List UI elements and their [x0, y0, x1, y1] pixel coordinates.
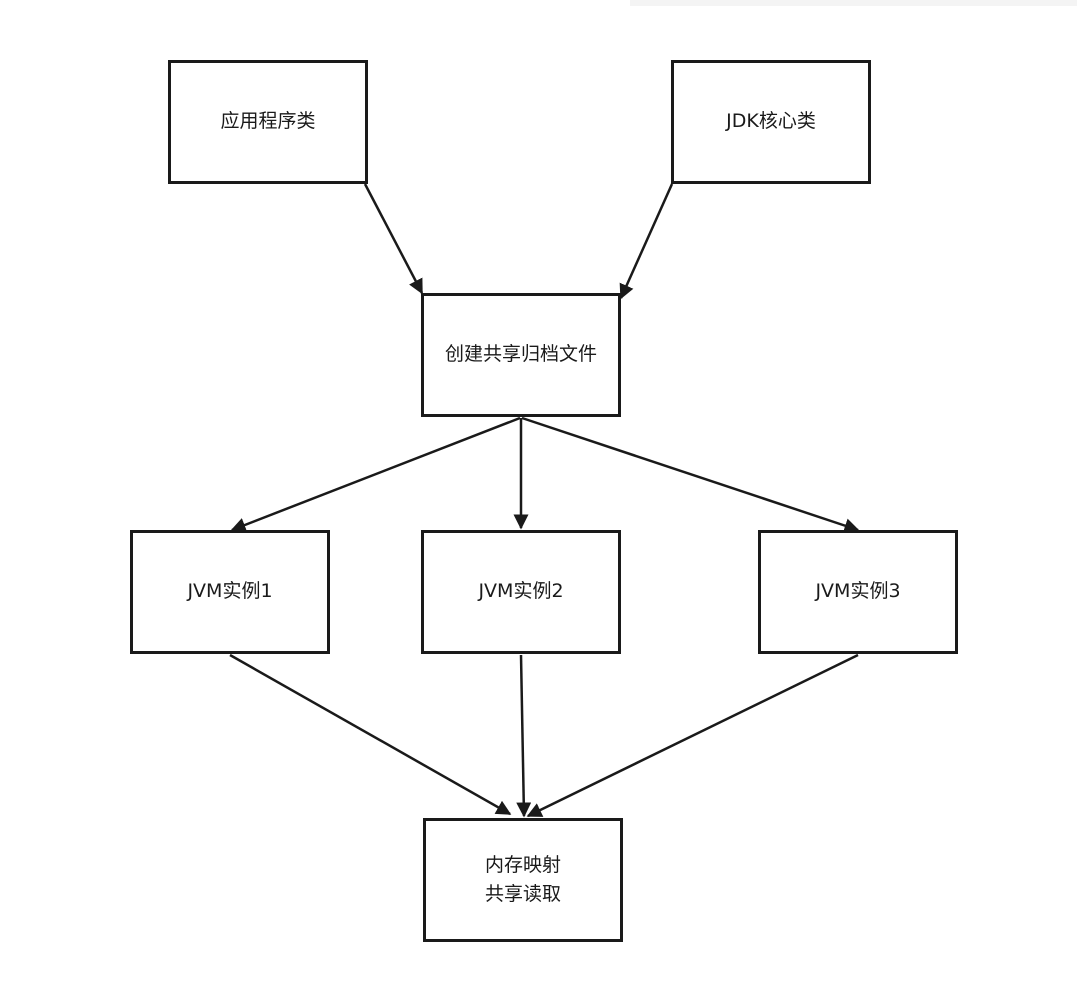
node-jvm1: JVM实例1 [130, 530, 330, 654]
node-jvm3: JVM实例3 [758, 530, 958, 654]
node-app-classes-label: 应用程序类 [220, 110, 316, 133]
node-jvm1-label: JVM实例1 [187, 580, 273, 603]
node-jvm3-label: JVM实例3 [815, 580, 901, 603]
edge-jdk-to-archive [619, 183, 674, 300]
node-jdk-core-classes-label: JDK核心类 [726, 110, 816, 133]
node-mmap-line1: 内存映射 [484, 853, 561, 876]
edge-jvm1-to-mmap [229, 653, 512, 816]
edge-archive-to-jvm1 [230, 416, 521, 533]
node-jdk-core-classes: JDK核心类 [671, 60, 871, 184]
edge-app-to-archive [363, 183, 424, 295]
edge-jvm3-to-mmap [526, 653, 859, 818]
node-mmap-label: 内存映射 共享读取 [485, 851, 561, 910]
node-mmap-line2: 共享读取 [484, 883, 561, 905]
edge-jvm2-to-mmap [516, 654, 532, 818]
node-app-classes: 应用程序类 [168, 60, 368, 184]
edge-archive-to-jvm3 [521, 416, 860, 533]
top-bar-strip [630, 0, 1077, 6]
node-jvm2: JVM实例2 [421, 530, 621, 654]
node-create-archive-label: 创建共享归档文件 [444, 343, 597, 366]
node-mmap-shared-read: 内存映射 共享读取 [423, 818, 623, 942]
node-create-archive: 创建共享归档文件 [421, 293, 621, 417]
node-jvm2-label: JVM实例2 [478, 580, 564, 603]
